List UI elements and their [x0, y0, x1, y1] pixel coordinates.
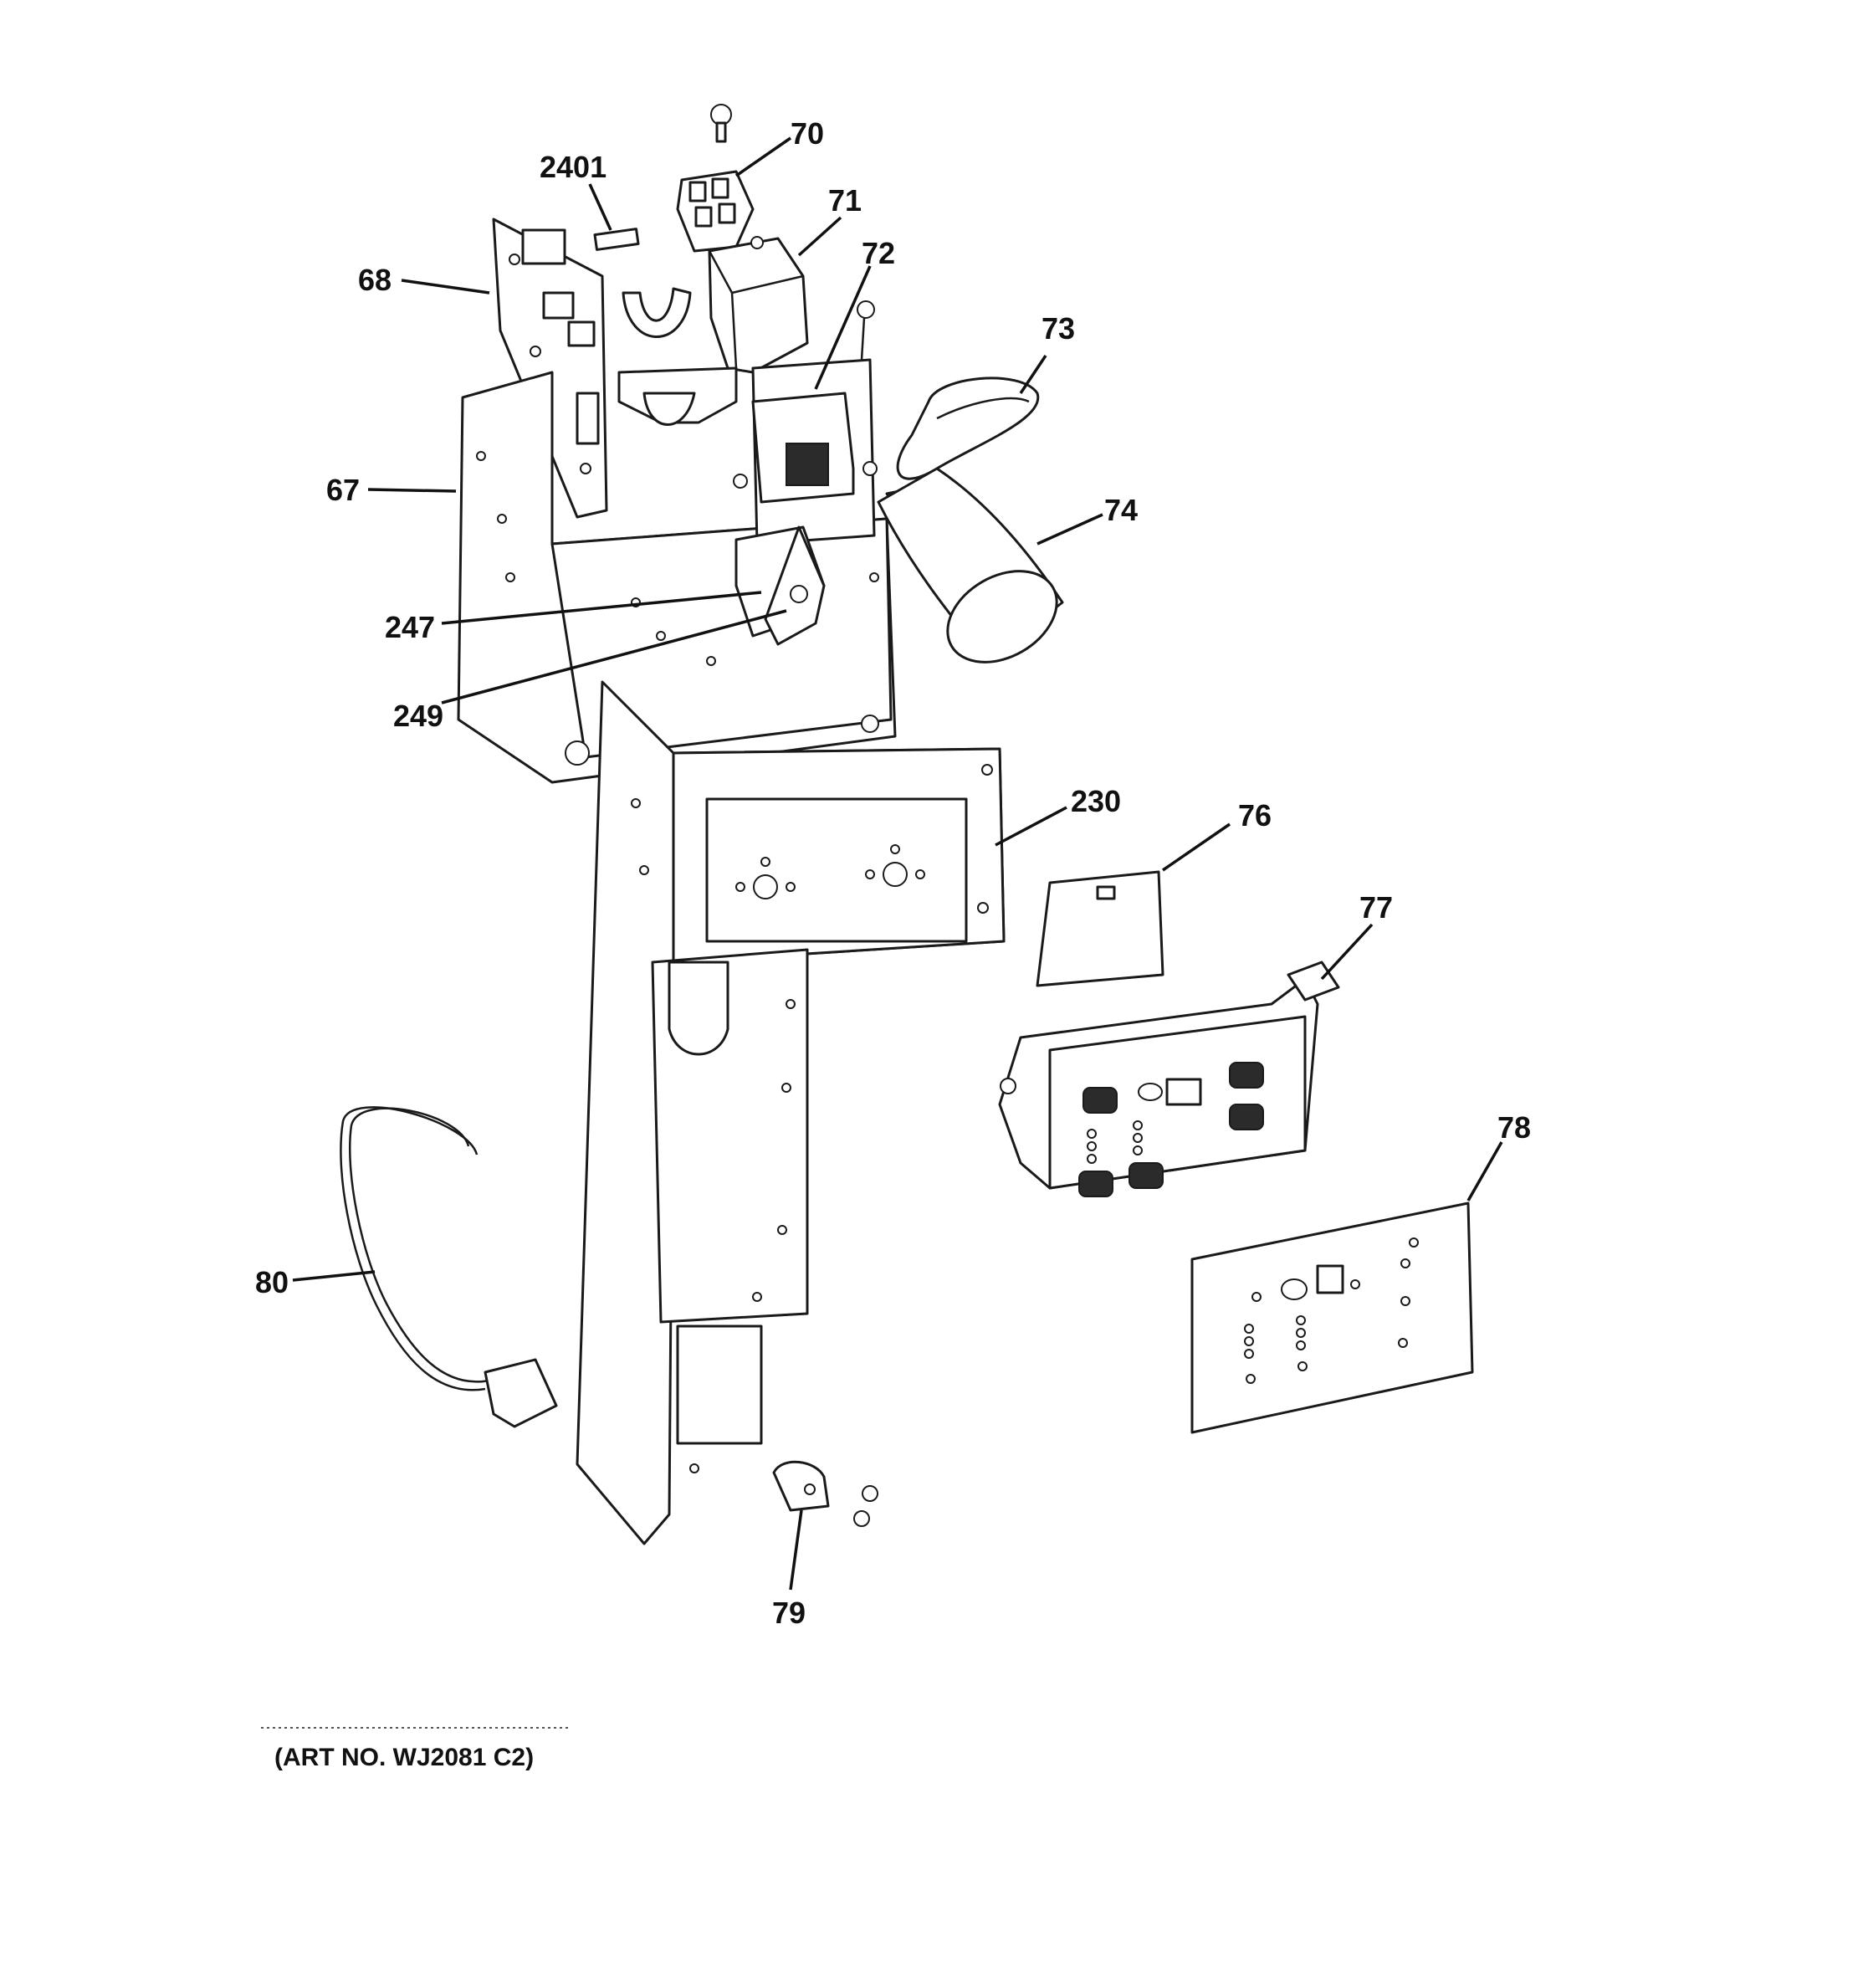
- callout-247: 247: [385, 610, 435, 644]
- art-number-footer: (ART NO. WJ2081 C2): [261, 1727, 569, 1771]
- callout-78: 78: [1497, 1110, 1531, 1145]
- part-72-transformer: [733, 300, 878, 504]
- callout-80: 80: [255, 1265, 289, 1299]
- part-71-relay: [708, 236, 809, 374]
- part-68-control-board: [492, 218, 608, 519]
- callout-76: 76: [1238, 798, 1272, 833]
- leader-lines: [292, 136, 1503, 1591]
- part-77-ui-housing: [998, 961, 1340, 1197]
- callout-77: 77: [1359, 890, 1393, 925]
- callout-79: 79: [772, 1596, 806, 1630]
- part-2401-fuse: [593, 228, 640, 251]
- part-74-capacitor: [877, 467, 1064, 664]
- callout-67: 67: [326, 473, 360, 507]
- part-78-overlay: [1190, 1202, 1474, 1434]
- callout-2401: 2401: [540, 150, 606, 184]
- part-247-249-capacitor-bracket: [734, 525, 826, 646]
- part-70-terminal-block: [676, 104, 755, 253]
- strain-relief-clip: [622, 287, 692, 338]
- callout-74: 74: [1104, 493, 1138, 527]
- callout-230: 230: [1071, 784, 1121, 818]
- part-80-wire-harness: [340, 1106, 558, 1428]
- callout-249: 249: [393, 699, 443, 733]
- callout-labels: 2401 70 71 72 73 74 68 67 247 249 230 76…: [255, 116, 1531, 1630]
- part-230-panel: [576, 680, 1006, 1545]
- part-76-insert: [1036, 870, 1164, 987]
- callout-71: 71: [828, 183, 862, 218]
- part-79-clamp: [772, 1460, 878, 1527]
- callout-68: 68: [358, 263, 392, 297]
- callout-73: 73: [1042, 311, 1075, 346]
- art-number: (ART NO. WJ2081 C2): [274, 1744, 534, 1771]
- callout-70: 70: [791, 116, 824, 151]
- callout-72: 72: [862, 236, 895, 270]
